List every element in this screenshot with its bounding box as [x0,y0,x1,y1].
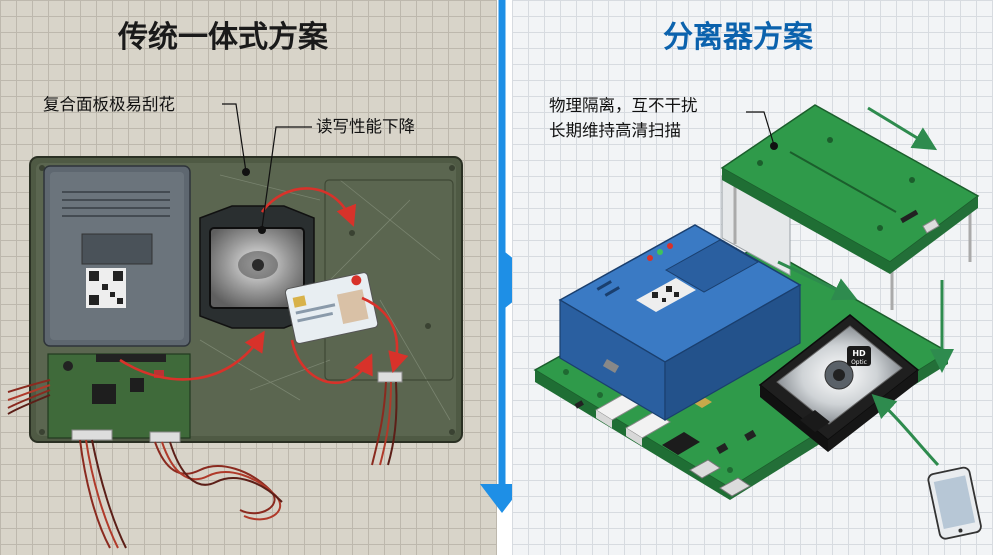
decoder-vents [596,280,620,297]
performance-callout-leader [261,126,312,229]
left-panel-title: 传统一体式方案 [118,20,328,55]
isolation-callout-dot [770,142,778,150]
left-panel-illustration [7,103,463,549]
scan-window [199,205,315,329]
scratch-callout-label: 复合面板极易刮花 [43,95,175,114]
wiring-harness [7,379,398,549]
scratch-callout-leader [222,103,247,173]
id-card [284,272,379,344]
panel-screws [39,165,455,435]
hd-optic-badge [847,346,871,366]
isolated-sensor-board [720,104,980,310]
hd-badge-line1: HD [852,349,866,358]
ic-chip [662,432,700,455]
isolation-callout-line2: 长期维持高清扫描 [549,121,681,140]
usb-port-1 [689,459,721,479]
usb-port-2 [719,477,751,497]
performance-callout-label: 读写性能下降 [316,117,415,136]
hd-badge-line2: Optic [851,359,867,366]
legacy-scanner-module [43,165,191,347]
smartphone-icon [927,466,982,540]
degradation-arrows [119,187,409,385]
performance-callout-dot [258,226,266,234]
isolation-callout-leader [746,111,775,146]
vent-slots [62,191,170,217]
right-panel-title: 分离器方案 [663,20,813,55]
isolation-flow-arrows [777,106,954,467]
isolation-callout-line1: 物理隔离，互不干扰 [549,96,698,115]
jst-connector-2 [625,411,671,446]
legacy-pcb-board [47,353,191,443]
scratch-callout-dot [242,168,250,176]
decoder-qr-sticker [636,278,696,312]
decoder-box [558,224,802,422]
